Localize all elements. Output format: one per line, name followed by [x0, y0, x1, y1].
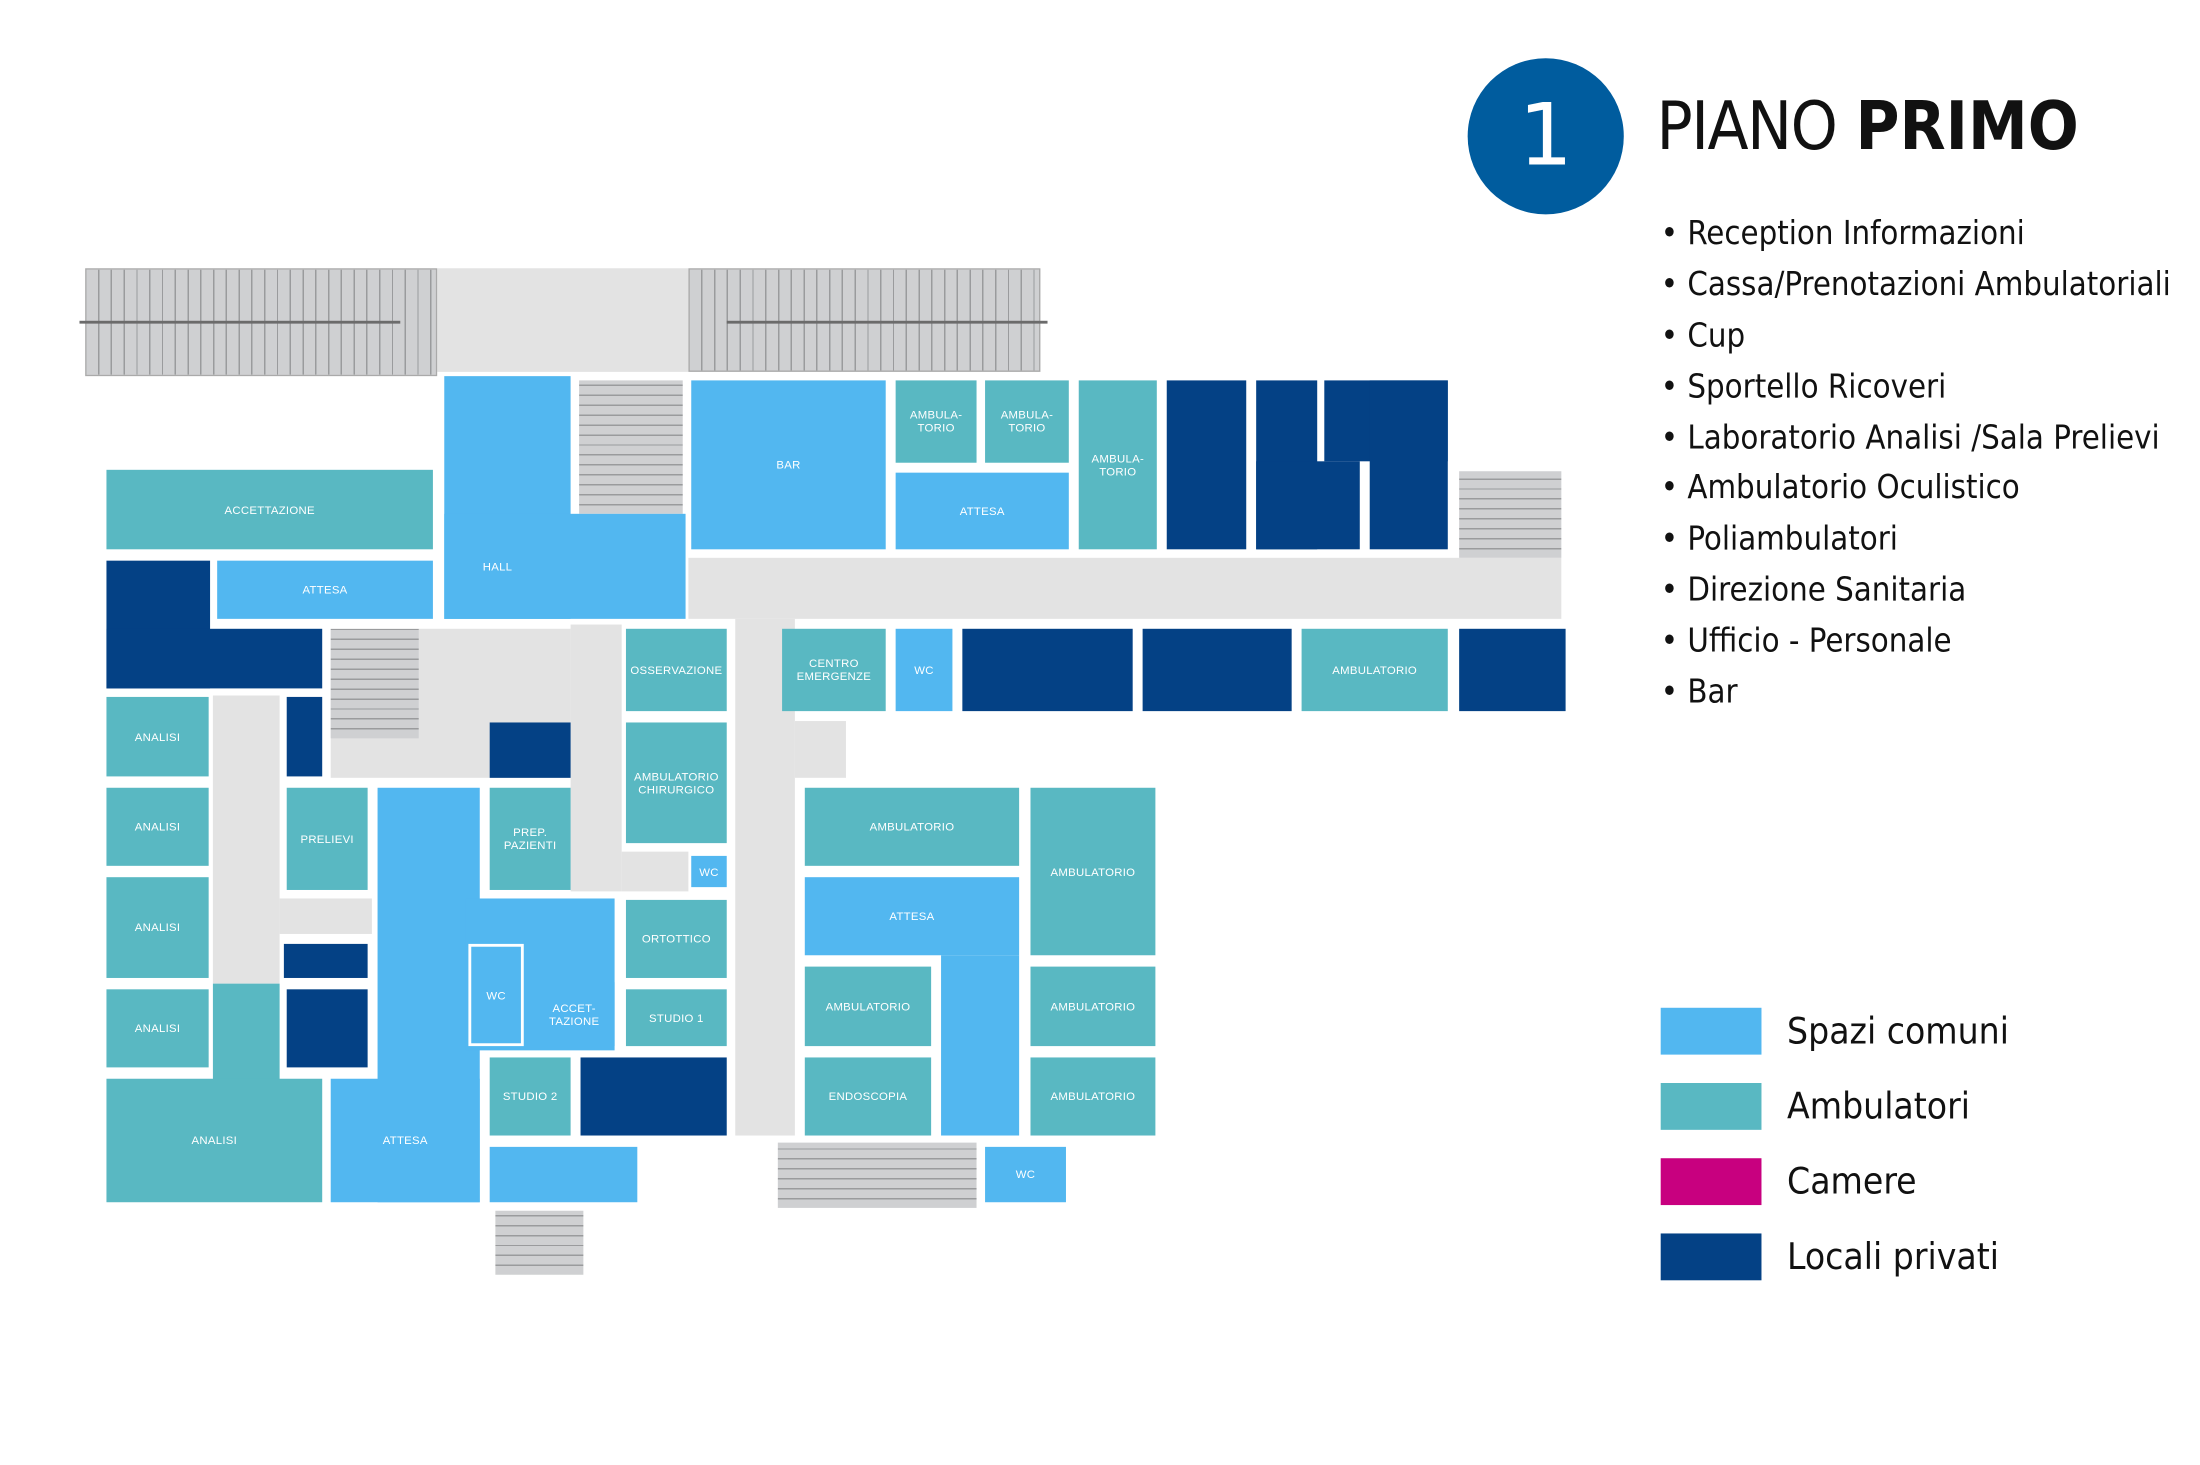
legend-item: Ambulatori: [1660, 1083, 1970, 1130]
corridor: [279, 898, 372, 934]
room-analisi-part: [212, 983, 280, 1084]
room-analisi: ANALISI: [106, 1078, 323, 1203]
private-room: [286, 696, 323, 777]
service-item: Laboratorio Analisi /Sala Prelievi: [1661, 420, 2171, 471]
room-bar: BAR: [691, 380, 886, 550]
staircase: [1459, 471, 1562, 558]
room-studio-1: STUDIO 1: [625, 989, 727, 1047]
room-prelievi: PRELIEVI: [286, 787, 368, 890]
floor-number-badge: 1: [1467, 58, 1624, 215]
corridor: [212, 695, 280, 984]
private-room: [580, 1057, 727, 1136]
room-analisi: ANALISI: [106, 696, 209, 777]
service-item: Direzione Sanitaria: [1661, 572, 2171, 623]
legend-swatch: [1660, 1007, 1762, 1055]
legend-label: Ambulatori: [1787, 1085, 1970, 1128]
room-osservazione: OSSERVAZIONE: [625, 628, 727, 712]
legend-item: Camere: [1660, 1158, 1917, 1206]
corridor: [621, 851, 689, 892]
room-wc: WC: [691, 855, 727, 888]
room-ortottico: ORTOTTICO: [625, 899, 727, 978]
room-wc: WC: [895, 628, 953, 712]
service-item: Ufficio - Personale: [1661, 623, 2171, 674]
room-attesa: ATTESA: [804, 877, 1020, 956]
room-analisi: ANALISI: [106, 787, 209, 866]
legend-label: Spazi comuni: [1787, 1009, 2009, 1053]
room-studio-2: STUDIO 2: [489, 1057, 571, 1136]
room-analisi: ANALISI: [106, 877, 209, 978]
room-accettazione: ACCET- TAZIONE: [533, 982, 615, 1047]
room-endoscopia: ENDOSCOPIA: [804, 1057, 932, 1136]
room-hall: HALL: [444, 513, 686, 619]
private-room: [962, 628, 1133, 712]
private-room: [283, 943, 368, 978]
staircase: [688, 268, 1041, 372]
room-attesa-ext: [489, 1146, 638, 1203]
legend-swatch: [1660, 1083, 1762, 1130]
room-ambulatorio: AMBULA- TORIO: [1078, 380, 1157, 550]
room-wc: WC: [985, 1146, 1066, 1203]
arrow-left-icon: [726, 320, 1048, 324]
service-item: Bar: [1661, 674, 2171, 725]
corridor: [437, 268, 689, 372]
staircase: [777, 1142, 977, 1208]
room-ambulatorio: AMBULA- TORIO: [985, 380, 1069, 463]
private-room: [106, 628, 323, 689]
room-attesa-part: [941, 955, 1020, 1136]
service-item: Reception Informazioni: [1661, 216, 2171, 267]
legend-item: Spazi comuni: [1660, 1007, 2009, 1055]
room-attesa: ATTESA: [895, 472, 1069, 550]
service-item: Cassa/Prenotazioni Ambulatoriali: [1661, 267, 2170, 318]
private-room: [286, 989, 368, 1068]
title-bold: PRIMO: [1855, 88, 2079, 167]
room-ambulatorio-chirurgico: AMBULATORIO CHIRURGICO: [625, 722, 727, 844]
private-room: [1166, 380, 1247, 550]
room-ambulatorio: AMBULATORIO: [1030, 966, 1156, 1047]
room-attesa: ATTESA: [330, 1078, 480, 1203]
legend-item: Locali privati: [1660, 1233, 1999, 1281]
service-item: Cup: [1661, 318, 2171, 369]
legend-label: Camere: [1787, 1160, 1917, 1203]
room-ambulatorio: AMBULATORIO: [1030, 787, 1156, 956]
staircase: [330, 628, 419, 739]
legend-swatch: [1660, 1233, 1762, 1281]
room-accettazione: ACCETTAZIONE: [106, 469, 433, 550]
legend-label: Locali privati: [1787, 1235, 1999, 1279]
room-analisi: ANALISI: [106, 989, 209, 1068]
legend-swatch: [1660, 1158, 1762, 1206]
room-centro-emergenze: CENTRO EMERGENZE: [782, 628, 886, 712]
private-room: [1369, 380, 1448, 550]
room-ambulatorio: AMBULATORIO: [804, 966, 932, 1047]
staircase: [495, 1210, 584, 1275]
private-room: [1142, 628, 1292, 712]
service-item: Sportello Ricoveri: [1661, 369, 2171, 420]
room-ambulatorio: AMBULATORIO: [1301, 628, 1448, 712]
private-room: [1256, 461, 1360, 550]
room-wc: WC: [468, 943, 524, 1047]
corridor: [794, 721, 846, 778]
room-ambulatorio: AMBULA- TORIO: [895, 380, 977, 463]
private-room: [1459, 628, 1566, 712]
corridor: [688, 557, 1562, 619]
services-list: Reception Informazioni Cassa/Prenotazion…: [1661, 216, 2171, 725]
staircase: [579, 380, 683, 514]
page-title: PIANO PRIMO: [1656, 88, 2078, 166]
room-ambulatorio: AMBULATORIO: [804, 787, 1020, 866]
corridor: [570, 624, 622, 892]
arrow-right-icon: [79, 320, 401, 324]
service-item: Poliambulatori: [1661, 521, 2171, 572]
service-item: Ambulatorio Oculistico: [1661, 470, 2171, 521]
room-prep-pazienti: PREP. PAZIENTI: [489, 787, 571, 890]
room-attesa: ATTESA: [217, 560, 433, 619]
room-ambulatorio: AMBULATORIO: [1030, 1057, 1156, 1136]
title-light: PIANO: [1656, 88, 1837, 167]
private-room: [489, 722, 571, 778]
